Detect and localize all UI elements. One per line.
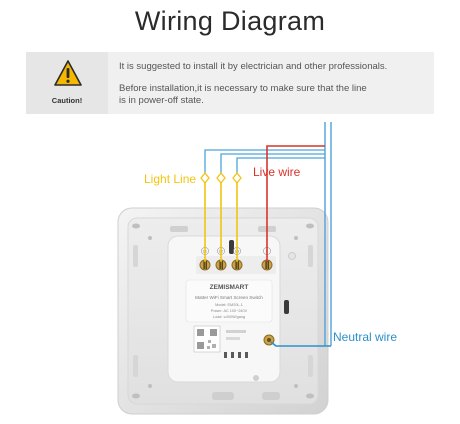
- caution-box: Caution! It is suggested to install it b…: [26, 52, 434, 114]
- device-product: Matter WiFi Smart Screen Switch: [195, 295, 263, 300]
- caution-icon-panel: Caution!: [26, 52, 108, 114]
- live-wire: [266, 145, 325, 262]
- warning-icon: [54, 60, 82, 86]
- caution-text-line-1: It is suggested to install it by electri…: [119, 61, 388, 72]
- neutral-terminal: [263, 334, 275, 346]
- caution-text-line-2: Before installation,it is necessary to m…: [119, 83, 367, 94]
- supply-wires: [324, 122, 332, 346]
- device-model: Model: EM20L-1: [215, 303, 243, 307]
- light-line-wires: [204, 182, 238, 262]
- device-brand: ZEMISMART: [210, 284, 249, 291]
- live-wire-label: Live wire: [253, 165, 301, 179]
- light-junctions: [200, 171, 242, 185]
- terminal-block: [196, 256, 276, 274]
- caution-text-line-3: is in power-off state.: [119, 95, 204, 106]
- mounting-holes: [132, 223, 314, 399]
- device-load: Load: ≤400W/gang: [213, 315, 245, 319]
- neutral-wire: [270, 341, 331, 347]
- caution-label: Caution!: [51, 96, 83, 105]
- light-bus-wires: [204, 149, 325, 176]
- qr-code: [193, 325, 221, 353]
- page-title: Wiring Diagram: [134, 6, 326, 36]
- light-line-label: Light Line: [144, 172, 197, 186]
- device-power: Power: AC 100~240V: [211, 309, 248, 313]
- neutral-wire-label: Neutral wire: [333, 330, 398, 344]
